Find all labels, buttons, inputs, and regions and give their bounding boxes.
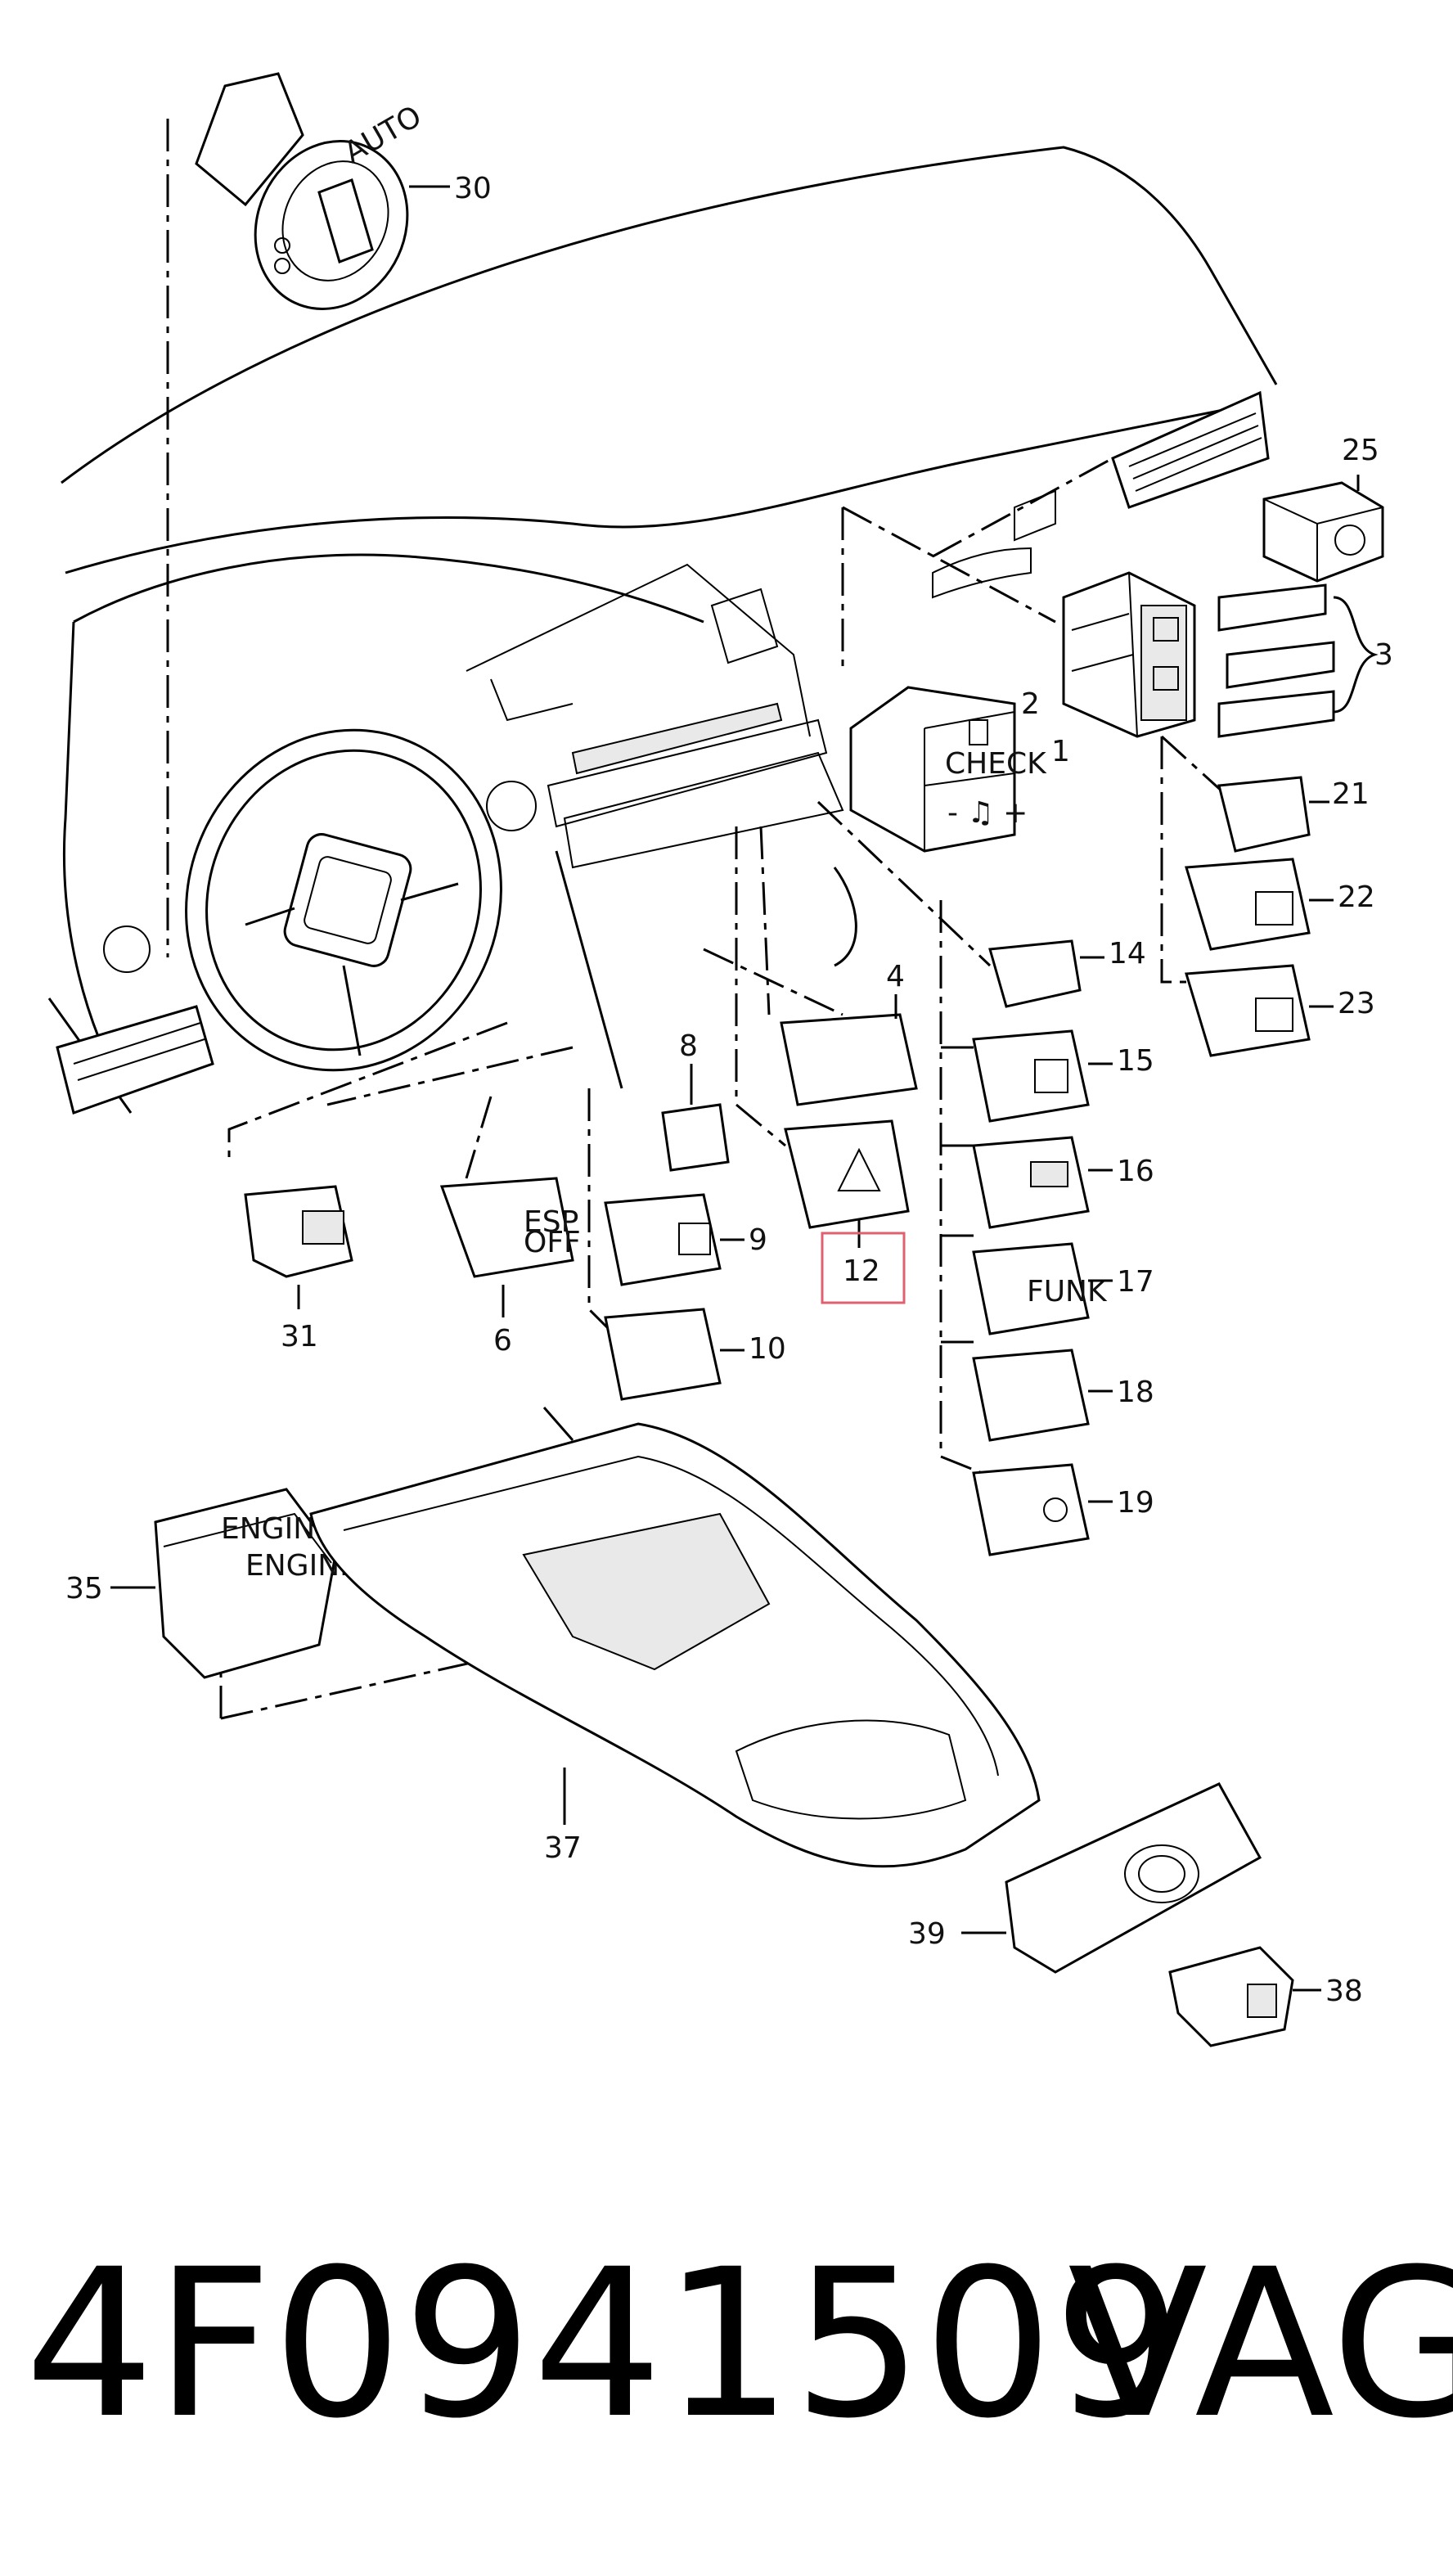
callout-21: 21 bbox=[1332, 777, 1370, 811]
exploded-parts-diagram: AUTO CHECK - ♫ + bbox=[47, 72, 1393, 2047]
esp-label: ESP bbox=[524, 1205, 578, 1239]
callout-4: 4 bbox=[886, 960, 905, 993]
blanking-plates-3 bbox=[1217, 583, 1379, 738]
callout-2: 2 bbox=[1021, 687, 1040, 721]
callout-8: 8 bbox=[679, 1029, 698, 1063]
callout-37: 37 bbox=[544, 1831, 582, 1865]
callout-25: 25 bbox=[1342, 434, 1379, 467]
callout-38: 38 bbox=[1325, 1975, 1363, 2008]
callout-12-highlight bbox=[821, 1232, 906, 1304]
esp-off-label: OFF bbox=[524, 1226, 581, 1259]
callout-18: 18 bbox=[1117, 1376, 1154, 1409]
callout-15: 15 bbox=[1117, 1044, 1154, 1078]
switch-25 bbox=[1262, 475, 1384, 583]
switches-14-19: FUNK bbox=[972, 939, 1113, 1556]
callout-9: 9 bbox=[749, 1223, 767, 1257]
callout-16: 16 bbox=[1117, 1155, 1154, 1188]
switches-31-6: ESP OFF bbox=[244, 1177, 581, 1317]
callout-1: 1 bbox=[1051, 735, 1070, 768]
callout-12: 12 bbox=[843, 1254, 880, 1288]
callout-3: 3 bbox=[1374, 638, 1393, 672]
callout-10: 10 bbox=[749, 1332, 786, 1366]
part-number: 4F0941509 bbox=[25, 2225, 1184, 2463]
switch-38 bbox=[1168, 1946, 1321, 2047]
light-switch-30: AUTO bbox=[195, 72, 450, 310]
callout-22: 22 bbox=[1338, 880, 1375, 914]
brand-name: VAG bbox=[1068, 2225, 1453, 2463]
switch-block-1: CHECK - ♫ + bbox=[849, 686, 1047, 853]
callout-39: 39 bbox=[908, 1917, 946, 1951]
callout-17: 17 bbox=[1117, 1265, 1154, 1299]
steering-wheel bbox=[103, 728, 537, 1072]
callout-labels: 30 25 3 2 1 21 22 23 14 15 16 17 18 19 4… bbox=[65, 172, 1393, 2008]
callout-14: 14 bbox=[1109, 937, 1146, 971]
callout-35: 35 bbox=[65, 1572, 103, 1605]
check-label: CHECK bbox=[945, 747, 1047, 781]
switches-21-23 bbox=[1185, 776, 1334, 1057]
callout-23: 23 bbox=[1338, 987, 1375, 1020]
dashboard-outline bbox=[47, 146, 1278, 1115]
switch-block-2 bbox=[1062, 571, 1196, 738]
switches-4-8-9-10-12 bbox=[604, 994, 918, 1401]
callout-6: 6 bbox=[493, 1324, 512, 1358]
callout-30: 30 bbox=[454, 172, 492, 205]
callout-19: 19 bbox=[1117, 1486, 1154, 1520]
volume-symbols: - ♫ + bbox=[947, 796, 1028, 830]
control-panel-39 bbox=[961, 1782, 1262, 1974]
callout-31: 31 bbox=[281, 1320, 318, 1353]
centre-console-37 bbox=[309, 1407, 1041, 1868]
